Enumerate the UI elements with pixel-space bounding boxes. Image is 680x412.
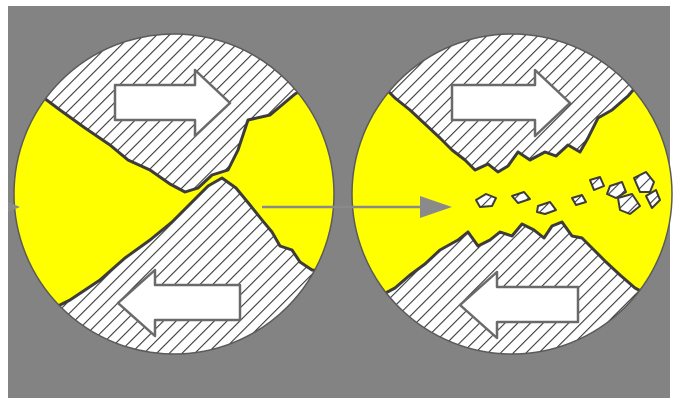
fragment bbox=[572, 195, 586, 205]
